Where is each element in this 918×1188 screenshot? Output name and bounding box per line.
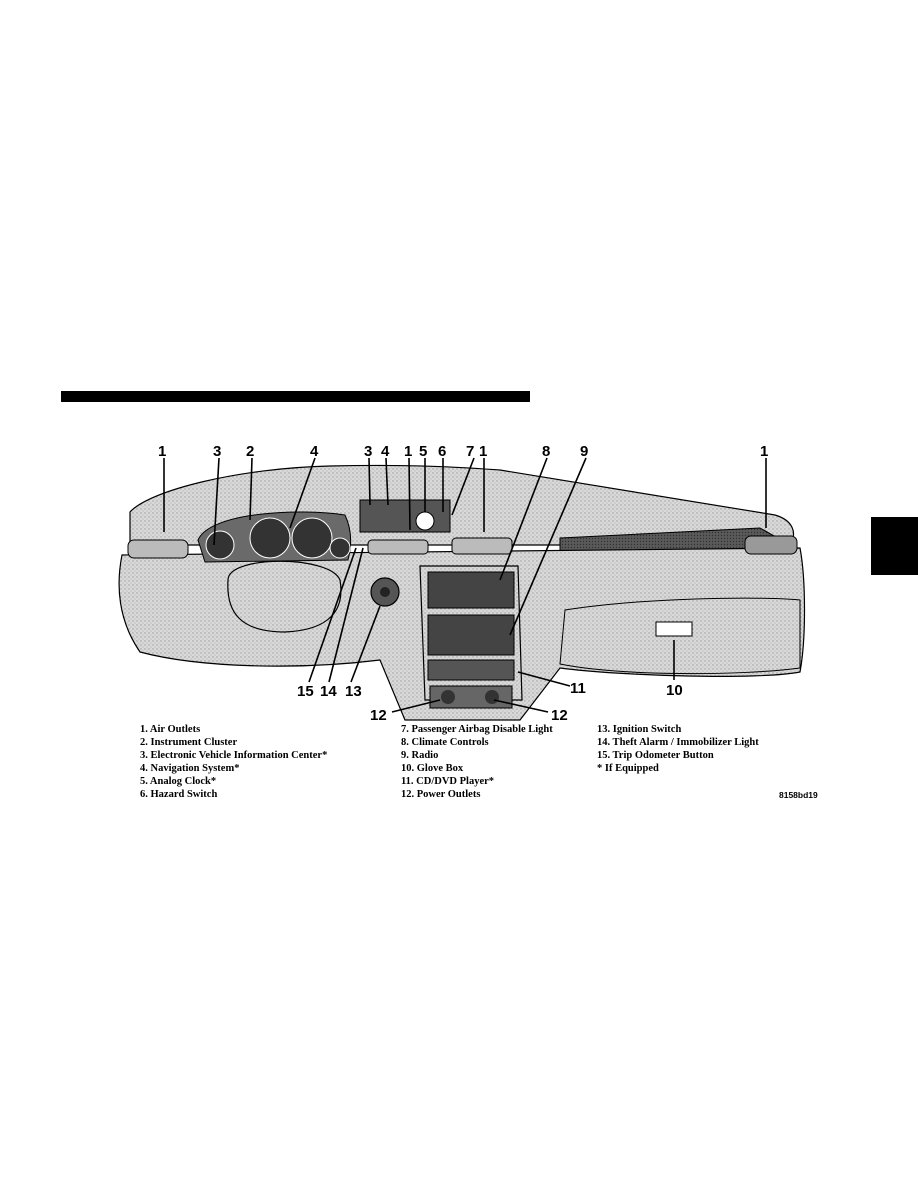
legend-item: 1. Air Outlets	[140, 724, 201, 735]
callout-3: 3	[364, 443, 372, 460]
legend-item: 14. Theft Alarm / Immobilizer Light	[597, 737, 759, 748]
glove-box-handle	[655, 621, 693, 637]
vent-center-left	[367, 539, 429, 555]
legend-item: 2. Instrument Cluster	[140, 737, 238, 748]
vent-center-right	[451, 537, 513, 555]
climate-panel	[427, 571, 515, 609]
callout-4: 4	[310, 443, 319, 460]
callout-1: 1	[479, 443, 487, 460]
radio-panel	[427, 614, 515, 656]
cd-panel	[427, 659, 515, 681]
callout-15: 15	[297, 683, 314, 700]
legend-item: 11. CD/DVD Player*	[401, 776, 495, 787]
callout-1: 1	[404, 443, 412, 460]
legend-item: 13. Ignition Switch	[597, 724, 682, 735]
legend-item: 4. Navigation System*	[140, 763, 240, 774]
legend-item: 5. Analog Clock*	[140, 776, 217, 787]
vent-right	[744, 535, 798, 555]
figure-code: 8158bd19	[779, 790, 818, 800]
callout-2: 2	[246, 443, 254, 460]
legend-item: 6. Hazard Switch	[140, 789, 218, 800]
callout-5: 5	[419, 443, 427, 460]
chapter-tab	[871, 517, 918, 575]
section-rule	[61, 391, 530, 402]
callout-3: 3	[213, 443, 221, 460]
legend-item: 3. Electronic Vehicle Information Center…	[140, 750, 328, 761]
callout-1: 1	[760, 443, 768, 460]
legend-item: * If Equipped	[597, 763, 659, 774]
callout-1: 1	[158, 443, 166, 460]
callout-13: 13	[345, 683, 362, 700]
callout-12: 12	[551, 707, 568, 724]
legend-item: 15. Trip Odometer Button	[597, 750, 714, 761]
legend-column-3: 13. Ignition Switch 14. Theft Alarm / Im…	[597, 723, 759, 775]
legend-column-1: 1. Air Outlets 2. Instrument Cluster 3. …	[140, 723, 327, 801]
legend-column-2: 7. Passenger Airbag Disable Light 8. Cli…	[401, 723, 553, 801]
callout-11: 11	[570, 680, 586, 697]
evic-panel	[359, 499, 451, 533]
legend-item: 8. Climate Controls	[401, 737, 489, 748]
legend-item: 9. Radio	[401, 750, 439, 761]
callout-10: 10	[666, 682, 683, 699]
callout-8: 8	[542, 443, 550, 460]
callout-14: 14	[320, 683, 337, 700]
callout-12: 12	[370, 707, 387, 724]
steering-column	[227, 560, 342, 633]
legend-item: 12. Power Outlets	[401, 789, 481, 800]
legend-item: 10. Glove Box	[401, 763, 464, 774]
callout-6: 6	[438, 443, 446, 460]
callout-7: 7	[466, 443, 474, 460]
vent-left	[127, 539, 189, 559]
callout-9: 9	[580, 443, 588, 460]
legend-item: 7. Passenger Airbag Disable Light	[401, 724, 553, 735]
callout-4: 4	[381, 443, 390, 460]
